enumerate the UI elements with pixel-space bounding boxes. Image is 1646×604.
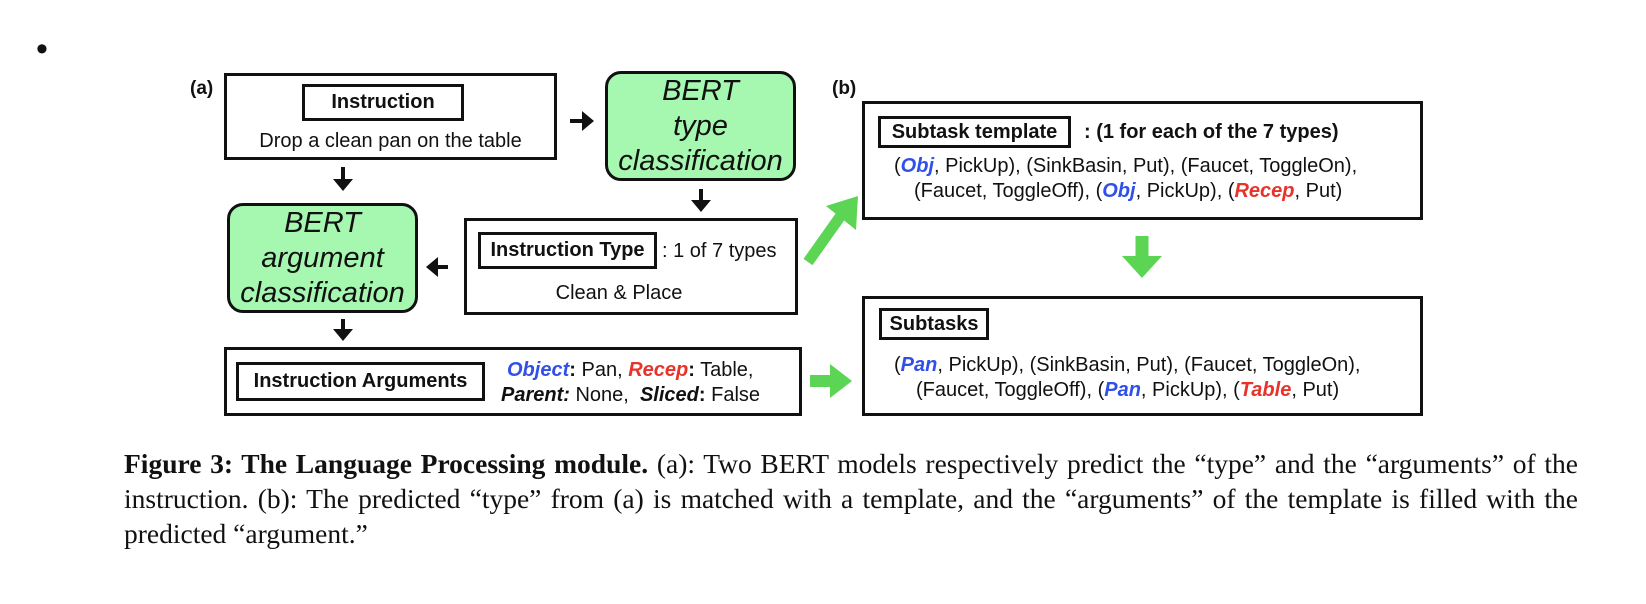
- instruction-text: Drop a clean pan on the table: [259, 130, 522, 152]
- template-recep: Recep: [1234, 180, 1295, 202]
- subtasks-line2: (Faucet, ToggleOff), (Pan, PickUp), (Tab…: [916, 379, 1340, 401]
- arrow-instruction-type-to-bert-argument: [426, 257, 448, 277]
- green-arrow-template-to-subtasks: [1122, 236, 1162, 278]
- arguments-line1: Object: Pan, Recep: Table,: [507, 359, 754, 381]
- parent-value: None,: [569, 384, 640, 406]
- recep-value: Table,: [694, 359, 754, 381]
- panel-a-label: (a): [190, 78, 214, 99]
- subtasks-obj-1: Pan: [900, 354, 938, 376]
- instruction-tag: Instruction: [302, 84, 464, 121]
- caption-body: (a): Two BERT models respectively predic…: [124, 448, 1578, 549]
- arrow-instruction-to-bert-argument: [333, 167, 353, 191]
- arrow-instruction-to-bert-type: [570, 111, 594, 131]
- sliced-value: False: [705, 384, 761, 406]
- template-obj-1: Obj: [900, 155, 935, 177]
- instruction-type-suffix: : 1 of 7 types: [662, 240, 777, 262]
- caption-title: Figure 3: The Language Processing module…: [124, 448, 649, 479]
- bert-type-line3: classification: [618, 144, 783, 177]
- instruction-arguments-tag: Instruction Arguments: [236, 362, 485, 401]
- recep-key: Recep: [628, 359, 689, 381]
- arrow-bert-type-to-instruction-type: [691, 189, 711, 212]
- sliced-key: Sliced: [639, 384, 699, 406]
- green-arrow-arguments-to-subtasks: [810, 364, 852, 398]
- subtasks-recep: Table: [1239, 379, 1292, 401]
- object-key: Object: [507, 359, 570, 381]
- bert-argument-line3: classification: [240, 276, 405, 309]
- arrow-bert-argument-to-arguments: [333, 319, 353, 341]
- bert-argument-line1: BERT: [284, 206, 361, 239]
- instruction-type-tag: Instruction Type: [478, 232, 657, 269]
- template-line1: (Obj, PickUp), (SinkBasin, Put), (Faucet…: [894, 155, 1358, 177]
- parent-key: Parent:: [501, 384, 570, 406]
- bert-type-line2: type: [673, 109, 728, 142]
- subtask-template-suffix: : (1 for each of the 7 types): [1084, 121, 1339, 143]
- object-value: Pan,: [575, 359, 629, 381]
- template-obj-2: Obj: [1102, 180, 1136, 202]
- template-line2: (Faucet, ToggleOff), (Obj, PickUp), (Rec…: [914, 180, 1343, 202]
- subtask-template-tag: Subtask template: [878, 116, 1071, 148]
- figure-caption: Figure 3: The Language Processing module…: [124, 446, 1578, 551]
- bullet: •: [36, 30, 48, 68]
- instruction-type-value: Clean & Place: [555, 282, 683, 304]
- panel-b-label: (b): [832, 78, 857, 99]
- subtasks-obj-2: Pan: [1104, 379, 1141, 401]
- bert-argument-line2: argument: [261, 241, 384, 274]
- bert-type-line1: BERT: [662, 74, 739, 107]
- green-arrow-type-to-template: [803, 196, 858, 266]
- bert-type-classification: BERT type classification: [605, 71, 796, 181]
- arguments-line2: Parent: None, Sliced: False: [501, 384, 761, 406]
- bert-argument-classification: BERT argument classification: [227, 203, 418, 313]
- subtasks-line1: (Pan, PickUp), (SinkBasin, Put), (Faucet…: [894, 354, 1361, 376]
- subtasks-tag: Subtasks: [879, 308, 989, 340]
